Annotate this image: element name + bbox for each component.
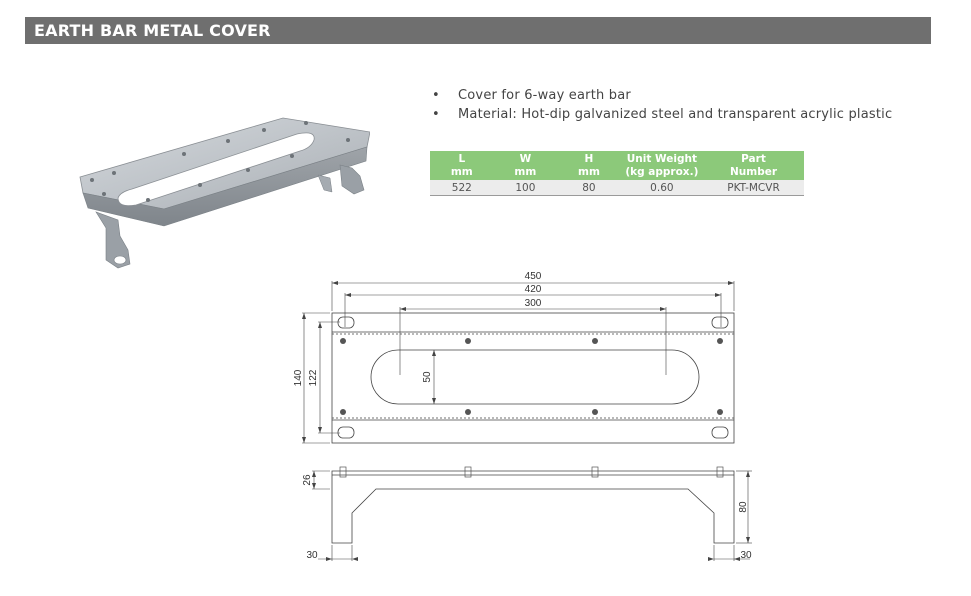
dim-26: 26 [302,474,313,486]
technical-drawing: 450 420 300 140 122 50 26 80 30 30 [293,271,752,561]
cell-width: 100 [493,180,558,196]
cell-unit-weight: 0.60 [620,180,703,196]
product-photo [79,117,370,269]
feature-item: Cover for 6-way earth bar [432,86,892,105]
dim-420: 420 [525,284,542,295]
dim-50: 50 [422,371,433,383]
header-bar: EARTH BAR METAL COVER [25,17,931,44]
dim-80: 80 [738,501,749,513]
dim-30-left: 30 [306,550,318,561]
dim-122: 122 [308,369,319,386]
page-title: EARTH BAR METAL COVER [34,21,271,40]
feature-list: Cover for 6-way earth bar Material: Hot-… [432,86,892,124]
dim-450: 450 [525,271,542,282]
dim-300: 300 [525,298,542,309]
dim-30-right: 30 [740,550,752,561]
table-row: 522 100 80 0.60 PKT-MCVR [430,180,804,196]
cell-height: 80 [557,180,621,196]
header-unit-weight: Unit Weight(kg approx.) [620,151,703,180]
dim-140: 140 [293,369,304,386]
cell-part-number: PKT-MCVR [703,180,804,196]
cell-length: 522 [430,180,494,196]
feature-item: Material: Hot-dip galvanized steel and t… [432,105,892,124]
